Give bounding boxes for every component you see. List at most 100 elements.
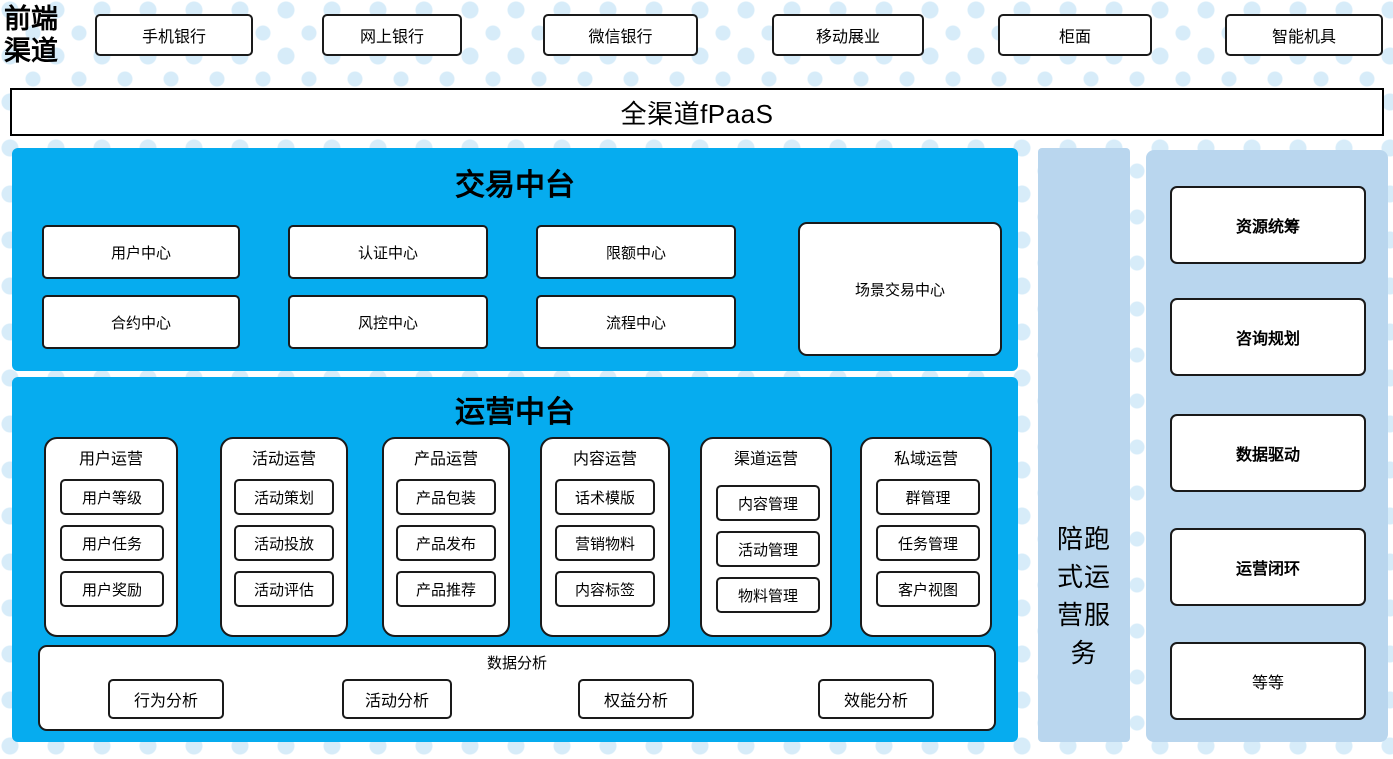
channel-label-text: 柜面 bbox=[1058, 29, 1091, 46]
trading-tile-auth-center[interactable]: 认证中心 bbox=[288, 225, 488, 279]
channel-box-mobile-biz[interactable]: 移动展业 bbox=[772, 14, 924, 56]
op-item[interactable]: 物料管理 bbox=[716, 577, 820, 613]
op-item-label: 任务管理 bbox=[897, 535, 958, 553]
trading-tile-risk-center[interactable]: 风控中心 bbox=[288, 295, 488, 349]
trading-center-panel: 交易中台 用户中心 认证中心 限额中心 合约中心 风控中心 流程中心 场景交易中… bbox=[12, 148, 1018, 371]
capability-label: 资源统筹 bbox=[1235, 219, 1300, 236]
op-item[interactable]: 活动策划 bbox=[234, 479, 334, 515]
op-item-label: 客户视图 bbox=[897, 581, 958, 599]
trading-tile-limit-center[interactable]: 限额中心 bbox=[536, 225, 736, 279]
op-item-label: 产品推荐 bbox=[415, 581, 476, 599]
op-item-label: 产品包装 bbox=[415, 489, 476, 507]
channel-label-text: 移动展业 bbox=[815, 29, 880, 46]
op-column-title: 产品运营 bbox=[413, 451, 478, 468]
trading-tile-process-center[interactable]: 流程中心 bbox=[536, 295, 736, 349]
op-column-channel-operation[interactable]: 渠道运营 内容管理 活动管理 物料管理 bbox=[700, 437, 832, 637]
capability-box-resource[interactable]: 资源统筹 bbox=[1170, 186, 1366, 264]
op-item[interactable]: 产品推荐 bbox=[396, 571, 496, 607]
op-item[interactable]: 活动管理 bbox=[716, 531, 820, 567]
channel-box-counter[interactable]: 柜面 bbox=[998, 14, 1152, 56]
op-item[interactable]: 群管理 bbox=[876, 479, 980, 515]
companion-service-strip: 陪跑 式运 营服 务 bbox=[1038, 148, 1130, 742]
tile-label: 用户中心 bbox=[110, 244, 171, 262]
data-analysis-item-rights[interactable]: 权益分析 bbox=[578, 679, 694, 719]
operation-center-panel: 运营中台 用户运营 用户等级 用户任务 用户奖励 活动运营 活动策划 活动投放 … bbox=[12, 377, 1018, 742]
tile-label: 限额中心 bbox=[605, 244, 666, 262]
op-item-label: 活动评估 bbox=[253, 581, 314, 599]
op-item-label: 内容标签 bbox=[574, 581, 635, 599]
capability-label: 咨询规划 bbox=[1235, 331, 1300, 348]
op-column-user-operation[interactable]: 用户运营 用户等级 用户任务 用户奖励 bbox=[44, 437, 178, 637]
omni-channel-fpaas-bar[interactable]: 全渠道fPaaS bbox=[10, 88, 1384, 136]
svc-line-3: 营服 bbox=[1056, 600, 1111, 630]
op-item-label: 话术模版 bbox=[574, 489, 635, 507]
op-item-label: 用户任务 bbox=[81, 535, 142, 553]
op-item[interactable]: 用户奖励 bbox=[60, 571, 164, 607]
da-item-label: 活动分析 bbox=[364, 693, 429, 710]
op-item[interactable]: 内容标签 bbox=[555, 571, 655, 607]
capability-box-etc[interactable]: 等等 bbox=[1170, 642, 1366, 720]
op-column-title: 内容运营 bbox=[572, 451, 637, 468]
tile-label: 合约中心 bbox=[110, 314, 171, 332]
op-item[interactable]: 营销物料 bbox=[555, 525, 655, 561]
trading-tile-scene-trade-center[interactable]: 场景交易中心 bbox=[798, 222, 1002, 356]
capability-label: 运营闭环 bbox=[1235, 561, 1300, 578]
op-item[interactable]: 任务管理 bbox=[876, 525, 980, 561]
da-item-label: 行为分析 bbox=[133, 693, 198, 710]
tile-label: 场景交易中心 bbox=[854, 281, 945, 299]
capability-strip: 资源统筹 咨询规划 数据驱动 运营闭环 等等 bbox=[1146, 150, 1388, 742]
data-analysis-item-behavior[interactable]: 行为分析 bbox=[108, 679, 224, 719]
op-item-label: 活动管理 bbox=[737, 541, 798, 559]
trading-tile-contract-center[interactable]: 合约中心 bbox=[42, 295, 240, 349]
channel-label-line1: 前端 bbox=[4, 4, 58, 34]
op-item[interactable]: 客户视图 bbox=[876, 571, 980, 607]
capability-label: 等等 bbox=[1251, 675, 1284, 692]
op-column-content-operation[interactable]: 内容运营 话术模版 营销物料 内容标签 bbox=[540, 437, 670, 637]
op-item[interactable]: 话术模版 bbox=[555, 479, 655, 515]
tile-label: 认证中心 bbox=[357, 244, 418, 262]
channel-box-mobile-bank[interactable]: 手机银行 bbox=[95, 14, 253, 56]
op-item-label: 产品发布 bbox=[415, 535, 476, 553]
trading-tile-user-center[interactable]: 用户中心 bbox=[42, 225, 240, 279]
op-item-label: 群管理 bbox=[905, 489, 951, 507]
channel-box-smart-device[interactable]: 智能机具 bbox=[1225, 14, 1383, 56]
op-column-activity-operation[interactable]: 活动运营 活动策划 活动投放 活动评估 bbox=[220, 437, 348, 637]
op-item[interactable]: 用户任务 bbox=[60, 525, 164, 561]
svc-line-1: 陪跑 bbox=[1056, 524, 1111, 554]
capability-box-consulting[interactable]: 咨询规划 bbox=[1170, 298, 1366, 376]
op-item[interactable]: 活动评估 bbox=[234, 571, 334, 607]
channel-label-text: 网上银行 bbox=[359, 29, 424, 46]
op-column-product-operation[interactable]: 产品运营 产品包装 产品发布 产品推荐 bbox=[382, 437, 510, 637]
op-item[interactable]: 产品发布 bbox=[396, 525, 496, 561]
channel-box-online-bank[interactable]: 网上银行 bbox=[322, 14, 462, 56]
op-item[interactable]: 活动投放 bbox=[234, 525, 334, 561]
channel-label-text: 手机银行 bbox=[141, 29, 206, 46]
op-item-label: 营销物料 bbox=[574, 535, 635, 553]
da-item-label: 效能分析 bbox=[843, 693, 908, 710]
op-item-label: 用户等级 bbox=[81, 489, 142, 507]
op-column-private-domain-operation[interactable]: 私域运营 群管理 任务管理 客户视图 bbox=[860, 437, 992, 637]
data-analysis-item-activity[interactable]: 活动分析 bbox=[342, 679, 452, 719]
op-item[interactable]: 内容管理 bbox=[716, 485, 820, 521]
operation-center-title: 运营中台 bbox=[455, 396, 575, 429]
op-column-title: 私域运营 bbox=[893, 451, 958, 468]
tile-label: 流程中心 bbox=[605, 314, 666, 332]
op-item[interactable]: 用户等级 bbox=[60, 479, 164, 515]
capability-label: 数据驱动 bbox=[1235, 447, 1300, 464]
capability-box-closed-loop[interactable]: 运营闭环 bbox=[1170, 528, 1366, 606]
op-column-title: 用户运营 bbox=[78, 451, 143, 468]
data-analysis-item-efficiency[interactable]: 效能分析 bbox=[818, 679, 934, 719]
capability-box-data-driven[interactable]: 数据驱动 bbox=[1170, 414, 1366, 492]
channel-label-line2: 渠道 bbox=[4, 36, 58, 66]
front-end-channel-label: 前端 渠道 bbox=[4, 3, 76, 67]
companion-service-label: 陪跑 式运 营服 务 bbox=[1038, 520, 1130, 672]
data-analysis-panel[interactable]: 数据分析 行为分析 活动分析 权益分析 效能分析 bbox=[38, 645, 996, 731]
op-item[interactable]: 产品包装 bbox=[396, 479, 496, 515]
svc-line-4: 务 bbox=[1070, 638, 1098, 668]
channel-label-text: 微信银行 bbox=[588, 29, 653, 46]
fpaas-bar-label: 全渠道fPaaS bbox=[620, 98, 774, 129]
op-item-label: 活动策划 bbox=[253, 489, 314, 507]
trading-center-title: 交易中台 bbox=[455, 169, 575, 202]
channel-box-wechat-bank[interactable]: 微信银行 bbox=[543, 14, 698, 56]
op-column-title: 活动运营 bbox=[251, 451, 316, 468]
